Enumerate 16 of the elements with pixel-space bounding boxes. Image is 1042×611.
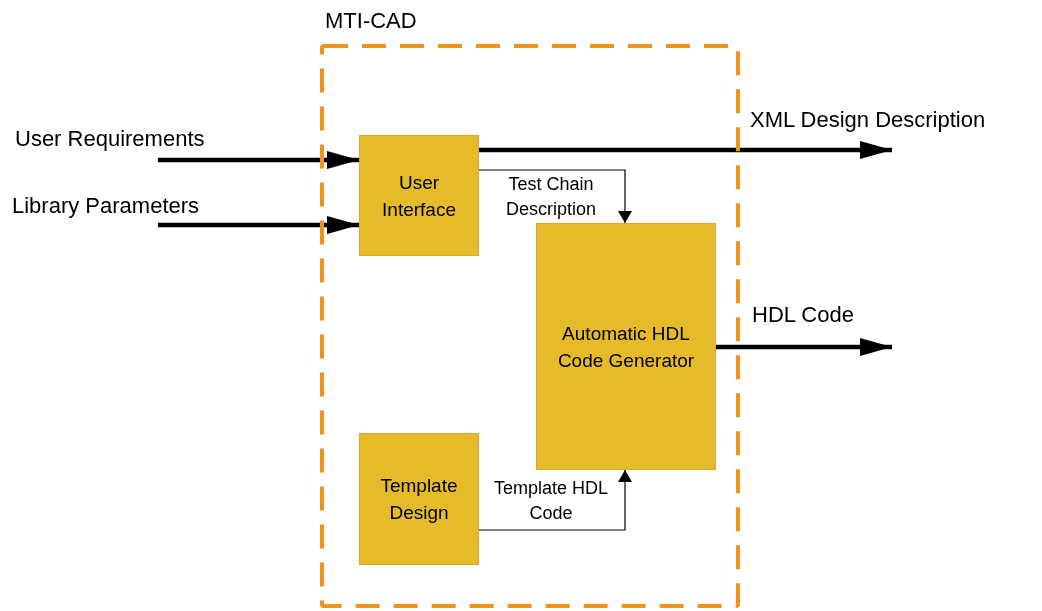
edge-label: Library Parameters	[12, 193, 200, 219]
process-box: Automatic HDL Code Generator	[536, 223, 716, 470]
edge-label: Test Chain Description	[504, 173, 597, 221]
edge-label: HDL Code	[752, 302, 854, 328]
process-box: Template Design	[359, 433, 479, 565]
arrow	[479, 141, 892, 159]
edge-label: XML Design Description	[750, 107, 986, 133]
edge-label: Template HDL Code	[492, 477, 609, 525]
arrow	[158, 216, 359, 234]
group-title: MTI-CAD	[325, 8, 417, 34]
arrow	[158, 151, 359, 169]
process-box: User Interface	[359, 135, 479, 256]
arrow	[478, 169, 632, 224]
arrow	[716, 338, 892, 356]
arrow	[478, 469, 632, 531]
edge-label: User Requirements	[15, 126, 205, 152]
